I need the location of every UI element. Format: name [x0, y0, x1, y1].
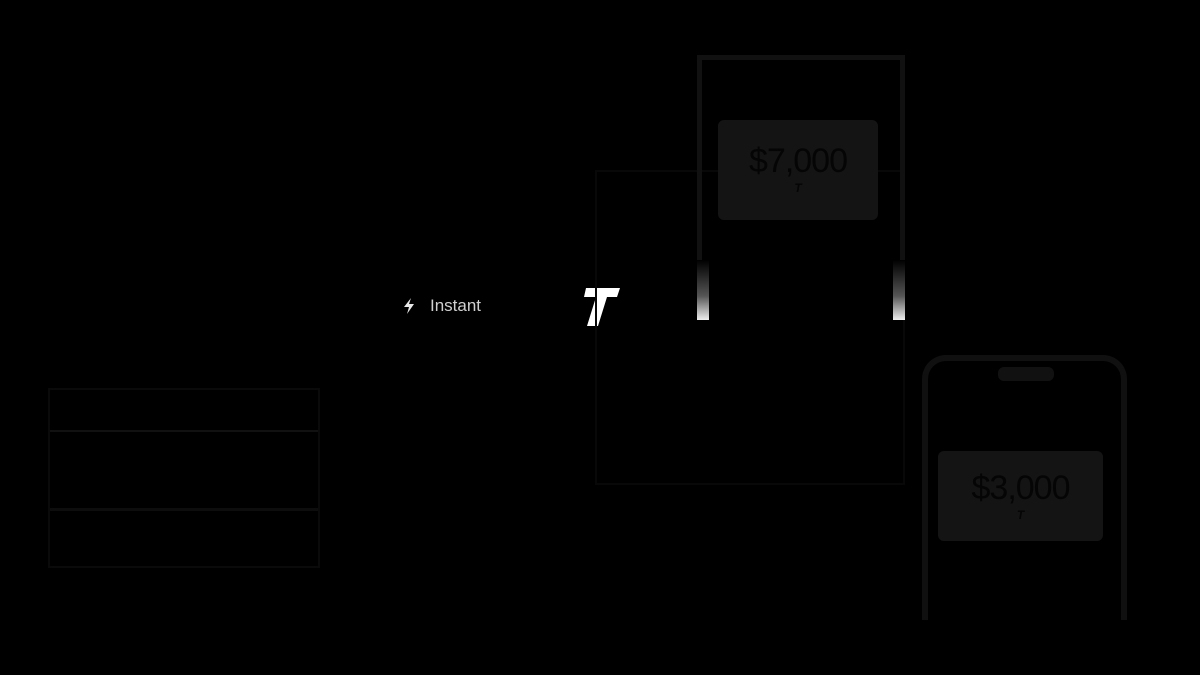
brand-logo-icon: [584, 288, 620, 326]
instant-badge: Instant: [402, 296, 481, 316]
divider: [50, 508, 318, 511]
phone-notch: [998, 367, 1054, 381]
amount-card-large: $7,000 T: [718, 120, 878, 220]
card-brand-icon: T: [794, 181, 802, 195]
left-device-outline: [48, 388, 320, 568]
device-leg: [697, 260, 709, 320]
device-leg: [893, 260, 905, 320]
divider: [50, 430, 318, 432]
amount-card-phone: $3,000 T: [938, 451, 1103, 541]
amount-phone: $3,000: [971, 469, 1071, 507]
amount-large: $7,000: [749, 142, 848, 180]
phone-device: $3,000 T: [922, 355, 1127, 620]
large-device: $7,000 T: [697, 55, 905, 320]
card-brand-icon: T: [1016, 508, 1025, 522]
lightning-bolt-icon: [404, 298, 414, 314]
instant-label: Instant: [430, 296, 482, 315]
